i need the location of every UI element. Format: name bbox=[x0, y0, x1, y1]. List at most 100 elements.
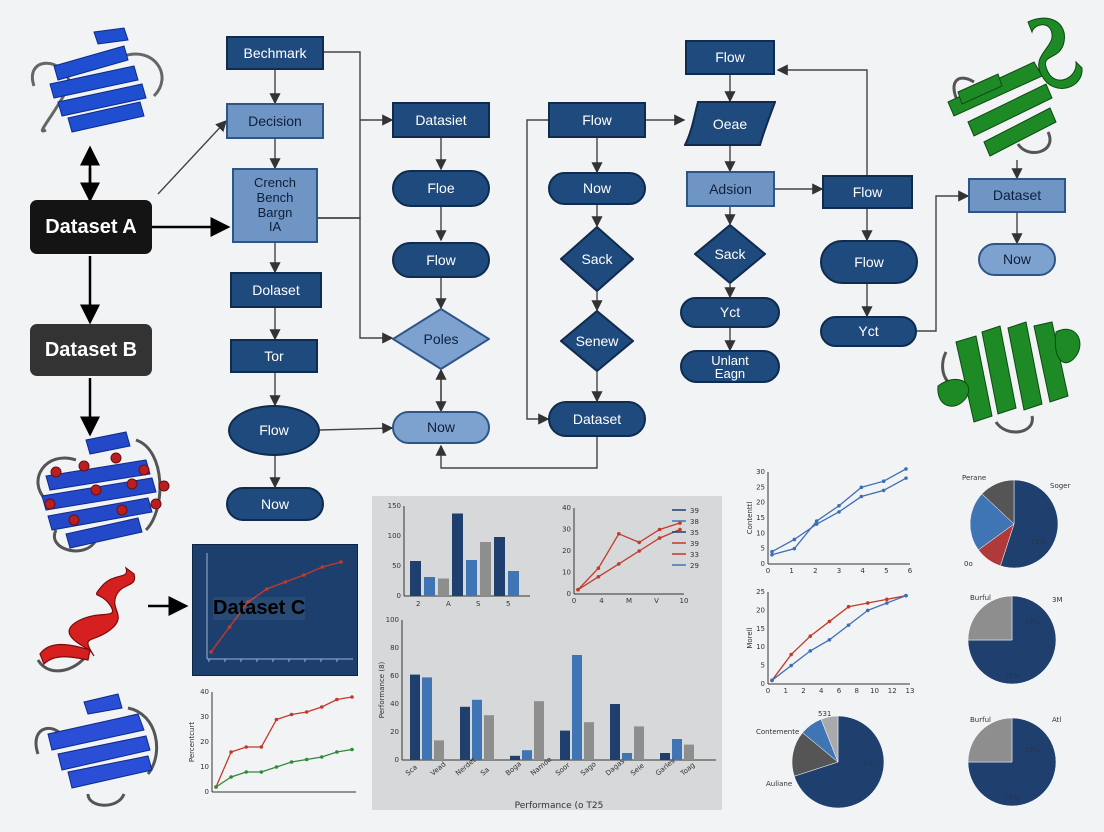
series-line bbox=[771, 595, 907, 681]
x-tick-label: 4 bbox=[819, 687, 824, 695]
data-point bbox=[209, 650, 213, 654]
flow-col3-node[interactable]: Flow bbox=[548, 102, 646, 138]
flow-left-node[interactable]: Flow bbox=[228, 405, 320, 456]
x-tick-label: Sca bbox=[404, 763, 419, 777]
protein-structure-icon bbox=[34, 693, 159, 807]
data-point bbox=[246, 600, 250, 604]
flow-col3-label: Flow bbox=[582, 111, 612, 128]
flow-col4-node[interactable]: Flow bbox=[685, 40, 775, 75]
y-tick-label: 15 bbox=[756, 625, 765, 633]
dataset-right-label: Dataset bbox=[992, 187, 1042, 204]
bar bbox=[560, 730, 570, 760]
series-line bbox=[215, 748, 353, 788]
dataset-c-panel: Dataset C bbox=[192, 544, 358, 676]
data-point bbox=[274, 765, 279, 769]
y-tick-label: 10 bbox=[756, 529, 765, 537]
pie-label: Atl bbox=[1052, 716, 1061, 724]
flow-col5a-node[interactable]: Flow bbox=[822, 175, 913, 209]
bar bbox=[438, 578, 449, 596]
bar bbox=[572, 655, 582, 760]
pie-label: 3% bbox=[862, 760, 873, 768]
data-point bbox=[335, 697, 339, 702]
data-point bbox=[576, 587, 580, 592]
y-tick-label: 0 bbox=[761, 680, 765, 688]
protein-structure-icon bbox=[947, 17, 1083, 157]
poles-decision[interactable]: Poles bbox=[392, 308, 490, 370]
adsion-label: Adsion bbox=[709, 180, 752, 197]
x-tick-label: 5 bbox=[884, 567, 888, 575]
senew-decision[interactable]: Senew bbox=[560, 310, 634, 372]
data-point bbox=[770, 549, 774, 554]
y-tick-label: 50 bbox=[392, 562, 401, 570]
data-point bbox=[678, 527, 682, 532]
pie-label: 78% bbox=[1004, 794, 1020, 802]
now-left-node[interactable]: Now bbox=[226, 487, 324, 521]
data-point bbox=[814, 519, 819, 523]
data-point bbox=[846, 623, 851, 627]
tor-node[interactable]: Tor bbox=[230, 339, 318, 373]
decision-node[interactable]: Decision bbox=[226, 103, 324, 139]
data-point bbox=[596, 575, 601, 579]
bar bbox=[484, 715, 494, 760]
pie-slice bbox=[1000, 479, 1059, 569]
data-point bbox=[827, 619, 832, 624]
sack-col3-decision[interactable]: Sack bbox=[560, 226, 634, 292]
dataset-right-node[interactable]: Dataset bbox=[968, 178, 1066, 213]
now-right-node[interactable]: Now bbox=[978, 243, 1056, 276]
data-point bbox=[789, 663, 793, 668]
unlant-node[interactable]: Unlant Eagn bbox=[680, 350, 780, 383]
y-tick-label: 150 bbox=[388, 502, 401, 510]
floe-node[interactable]: Floe bbox=[392, 170, 490, 207]
dataset-c-label: Dataset C bbox=[213, 597, 306, 620]
sack-col3-label: Sack bbox=[581, 251, 613, 267]
bar bbox=[660, 753, 670, 760]
now-col2-node[interactable]: Now bbox=[392, 411, 490, 444]
oeae-data-node[interactable]: Oeae bbox=[684, 101, 776, 146]
dataset-col3-node[interactable]: Dataset bbox=[548, 401, 646, 437]
bar bbox=[434, 740, 444, 760]
y-tick-label: 25 bbox=[756, 588, 765, 596]
series-line bbox=[577, 522, 681, 591]
dataset-b-box[interactable]: Dataset B bbox=[30, 324, 152, 376]
x-tick-label: 1 bbox=[789, 567, 793, 575]
poles-label: Poles bbox=[423, 331, 459, 347]
unlant-label: Unlant Eagn bbox=[711, 352, 749, 381]
decision-label: Decision bbox=[248, 112, 302, 129]
adsion-node[interactable]: Adsion bbox=[686, 171, 775, 207]
pie-label: 0o bbox=[964, 560, 973, 568]
dolaset-node[interactable]: Dolaset bbox=[230, 272, 322, 308]
legend-label: 29 bbox=[690, 562, 699, 570]
data-point bbox=[770, 553, 774, 557]
yct-col4-node[interactable]: Yct bbox=[680, 297, 780, 328]
data-point bbox=[259, 745, 264, 749]
flow-col2-node[interactable]: Flow bbox=[392, 242, 490, 278]
dataset-col2-node[interactable]: Datasiet bbox=[392, 102, 490, 138]
bar bbox=[510, 755, 520, 760]
bar bbox=[584, 722, 594, 760]
crench-node[interactable]: Crench Bench Bargn IA bbox=[232, 168, 318, 243]
benchmark-node[interactable]: Bechmark bbox=[226, 36, 324, 70]
dataset-c-chart bbox=[206, 553, 353, 662]
series-line bbox=[215, 696, 353, 788]
y-tick-label: 30 bbox=[200, 713, 209, 721]
data-point bbox=[846, 604, 851, 609]
pie-label: 38% bbox=[1024, 618, 1040, 626]
flow-col5b-node[interactable]: Flow bbox=[820, 240, 918, 284]
data-point bbox=[789, 652, 793, 657]
y-tick-label: 60 bbox=[390, 672, 399, 680]
bar bbox=[634, 726, 644, 760]
y-tick-label: 0 bbox=[397, 592, 401, 600]
yct-col5-node[interactable]: Yct bbox=[820, 316, 917, 347]
now-col3-node[interactable]: Now bbox=[548, 172, 646, 205]
x-tick-label: 6 bbox=[837, 687, 842, 695]
data-point bbox=[283, 580, 288, 584]
now-right-label: Now bbox=[1002, 251, 1031, 268]
bar bbox=[534, 701, 544, 760]
data-point bbox=[596, 566, 601, 570]
sack-col4-decision[interactable]: Sack bbox=[694, 224, 766, 284]
dataset-a-box[interactable]: Dataset A bbox=[30, 200, 152, 254]
protein-structure-icon bbox=[30, 27, 164, 133]
data-point bbox=[259, 770, 264, 774]
